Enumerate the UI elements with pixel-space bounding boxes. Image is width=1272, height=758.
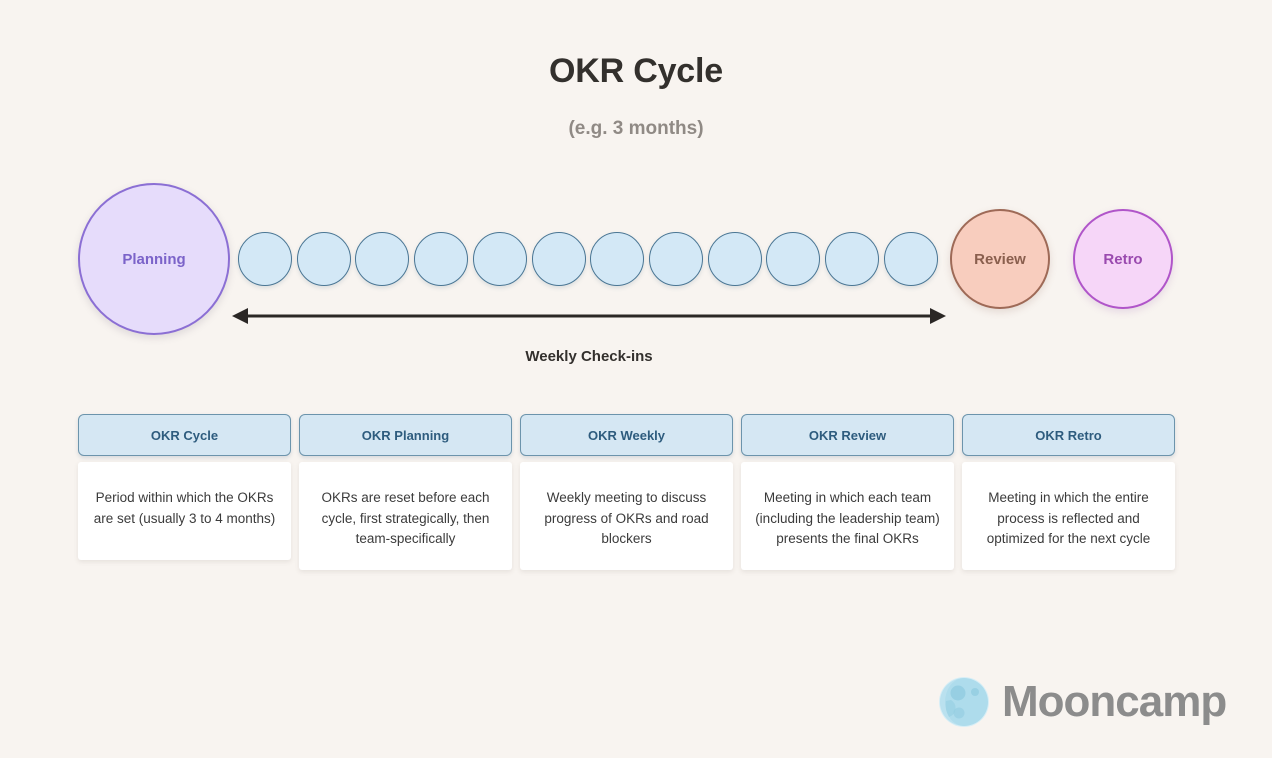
checkin-circle[interactable] <box>766 232 821 286</box>
card-body-okr-cycle: Period within which the OKRs are set (us… <box>78 462 291 560</box>
phase-label-retro: Retro <box>1103 250 1143 268</box>
weekly-checkin-circles <box>238 228 938 290</box>
page-title: OKR Cycle <box>549 52 723 90</box>
card-header-okr-planning[interactable]: OKR Planning <box>299 414 512 456</box>
checkin-circle[interactable] <box>414 232 469 286</box>
card-body-okr-retro: Meeting in which the entire process is r… <box>962 462 1175 570</box>
phase-circle-planning[interactable]: Planning <box>78 183 230 335</box>
checkin-circle[interactable] <box>531 232 586 286</box>
card-body-okr-weekly: Weekly meeting to discuss progress of OK… <box>520 462 733 570</box>
phase-label-planning: Planning <box>122 250 186 268</box>
card-okr-review: OKR Review Meeting in which each team (i… <box>741 414 954 570</box>
okr-cycle-row: Planning Review Retro <box>78 183 1174 341</box>
card-okr-retro: OKR Retro Meeting in which the entire pr… <box>962 414 1175 570</box>
phase-circle-retro[interactable]: Retro <box>1073 209 1173 309</box>
checkin-circle[interactable] <box>649 232 704 286</box>
moon-icon <box>939 677 989 727</box>
weekly-checkins-label: Weekly Check-ins <box>525 348 653 365</box>
checkin-circle[interactable] <box>296 232 351 286</box>
checkin-circle[interactable] <box>883 232 938 286</box>
card-body-okr-review: Meeting in which each team (including th… <box>741 462 954 570</box>
card-body-okr-planning: OKRs are reset before each cycle, first … <box>299 462 512 570</box>
checkin-circle[interactable] <box>472 232 527 286</box>
checkin-circle[interactable] <box>707 232 762 286</box>
card-okr-cycle: OKR Cycle Period within which the OKRs a… <box>78 414 291 570</box>
card-header-okr-review[interactable]: OKR Review <box>741 414 954 456</box>
weekly-checkins-arrow <box>232 302 946 330</box>
checkin-circle[interactable] <box>825 232 880 286</box>
page-subtitle: (e.g. 3 months) <box>568 118 704 139</box>
card-okr-weekly: OKR Weekly Weekly meeting to discuss pro… <box>520 414 733 570</box>
card-okr-planning: OKR Planning OKRs are reset before each … <box>299 414 512 570</box>
checkin-circle[interactable] <box>590 232 645 286</box>
card-header-okr-retro[interactable]: OKR Retro <box>962 414 1175 456</box>
card-header-okr-weekly[interactable]: OKR Weekly <box>520 414 733 456</box>
mooncamp-logo-text: Mooncamp <box>1002 677 1227 726</box>
double-arrow-icon <box>232 308 946 324</box>
mooncamp-logo: Mooncamp <box>938 676 1227 728</box>
checkin-circle[interactable] <box>238 232 292 286</box>
phase-circle-review[interactable]: Review <box>950 209 1050 309</box>
phase-label-review: Review <box>974 250 1026 268</box>
okr-definition-cards: OKR Cycle Period within which the OKRs a… <box>78 414 1175 570</box>
checkin-circle[interactable] <box>355 232 410 286</box>
card-header-okr-cycle[interactable]: OKR Cycle <box>78 414 291 456</box>
